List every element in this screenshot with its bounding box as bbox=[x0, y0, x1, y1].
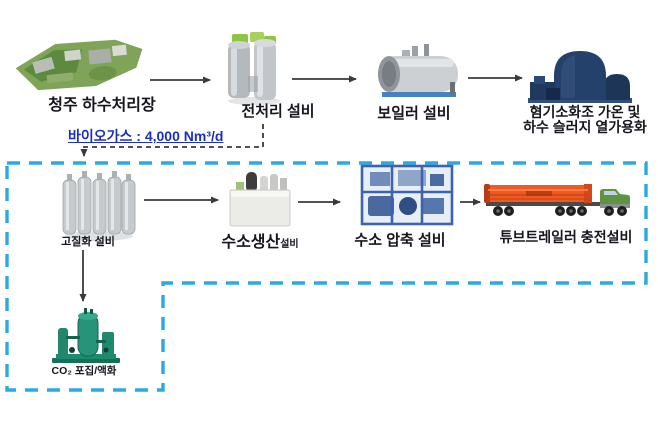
pretreatment-label: 전처리 설비 bbox=[241, 103, 315, 120]
co2-capture-graphic bbox=[52, 308, 120, 363]
digester-label-line1: 혐기소화조 가온 및 bbox=[529, 104, 641, 120]
co2-capture-label: CO₂ 포집/액화 bbox=[51, 365, 117, 377]
plant-label: 청주 하수처리장 bbox=[48, 97, 156, 114]
h2-production-label: 수소생산설비 bbox=[200, 234, 320, 251]
boiler-label: 보일러 설비 bbox=[377, 105, 451, 122]
boiler-graphic bbox=[378, 44, 458, 97]
h2-production-graphic bbox=[229, 172, 291, 227]
digester-graphic bbox=[528, 51, 632, 103]
h2-compression-label: 수소 압축 설비 bbox=[354, 232, 446, 249]
h2-production-label-suffix: 설비 bbox=[280, 239, 299, 250]
tube-trailer-label: 튜브트레일러 충전설비 bbox=[499, 229, 633, 245]
dashed-line-biogas-feed bbox=[80, 124, 264, 157]
h2-compression-graphic bbox=[360, 164, 454, 226]
upgrading-graphic bbox=[62, 171, 136, 241]
upgrading-label: 고질화 설비 bbox=[61, 236, 115, 248]
digester-label: 혐기소화조 가온 및 하수 슬러지 열가용화 bbox=[510, 104, 658, 136]
h2-production-label-main: 수소생산 bbox=[221, 234, 281, 251]
hydrogen-zone-dashed-box bbox=[5, 161, 648, 392]
pretreatment-graphic bbox=[228, 32, 280, 105]
sewage-plant-photo bbox=[15, 39, 143, 91]
digester-label-line2: 하수 슬러지 열가용화 bbox=[523, 119, 647, 136]
tube-trailer-graphic bbox=[484, 184, 630, 216]
biogas-annotation: 바이오가스 : 4,000 Nm³/d bbox=[68, 128, 224, 144]
